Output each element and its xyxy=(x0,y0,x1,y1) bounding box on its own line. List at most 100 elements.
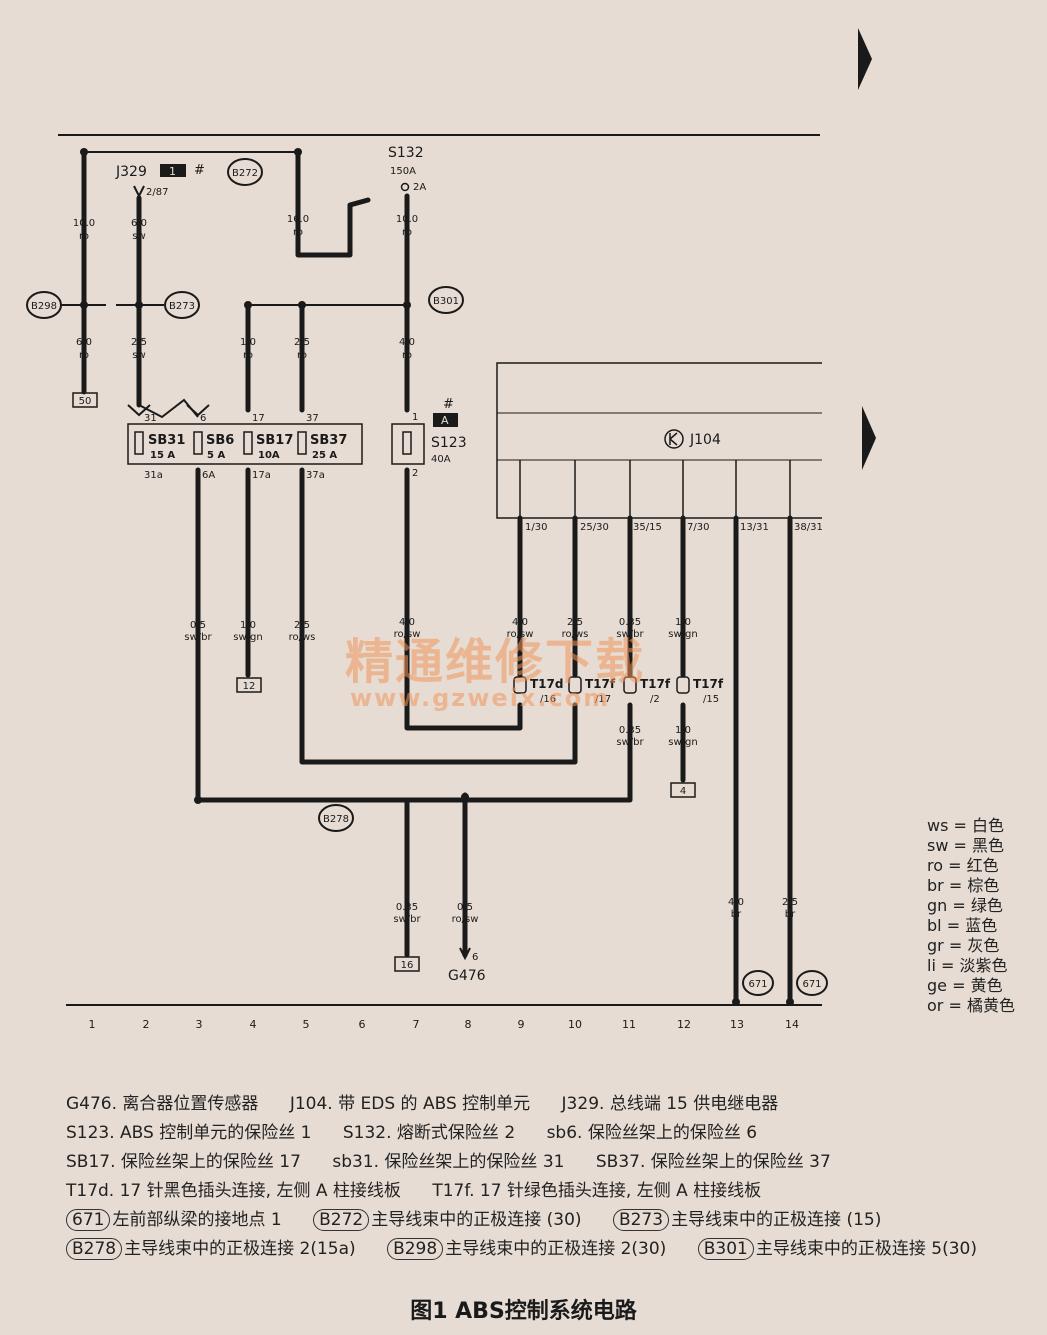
junction-dot xyxy=(80,301,88,309)
terminal-label: 50 xyxy=(79,396,92,407)
wire-sb6-mark xyxy=(186,404,210,417)
caption-oval-text: 主导线束中的正极连接 2(15a) xyxy=(124,1239,356,1259)
junction-dot xyxy=(786,998,794,1006)
junction-dot xyxy=(80,148,88,156)
figure-title: 图1 ABS控制系统电路 xyxy=(410,1299,637,1324)
fuse-element-icon xyxy=(297,431,307,455)
column-number: 9 xyxy=(518,1018,525,1031)
wire-s123-out xyxy=(404,467,523,731)
caption-item: SB37. 保险丝架上的保险丝 37 xyxy=(595,1152,831,1172)
caption-oval-code: B298 xyxy=(387,1238,444,1260)
wire-label-color: ro xyxy=(79,350,89,361)
caption-oval-code: B272 xyxy=(313,1209,370,1231)
j104-pin-label: 25/30 xyxy=(580,522,609,533)
s123-rating: 40A xyxy=(431,454,451,465)
legend-row: gn = 绿色 xyxy=(927,896,1003,915)
wire-label-color: br xyxy=(785,909,796,920)
wire-label-size: 2.5 xyxy=(567,617,583,628)
b301-label: B301 xyxy=(433,296,459,307)
wire-label-color: ro/ws xyxy=(562,629,589,640)
legend-code: br xyxy=(927,876,944,895)
wire-label-size: 0.5 xyxy=(190,620,206,631)
terminal-box xyxy=(394,956,420,972)
j329-label: J329 xyxy=(115,164,147,180)
wire-color-legend: ws = 白色 sw = 黑色 ro = 红色 br = 棕色 gn = 绿色 … xyxy=(927,816,1015,1016)
column-number: 5 xyxy=(303,1018,310,1031)
legend-name: 棕色 xyxy=(967,876,1000,895)
wire-label-size: 6.0 xyxy=(131,218,147,229)
b298-label: B298 xyxy=(31,301,57,312)
legend-row: li = 淡紫色 xyxy=(927,956,1008,975)
wire-label-size: 10.0 xyxy=(396,214,418,225)
column-number: 11 xyxy=(622,1018,636,1031)
fuse-pin-in: 37 xyxy=(306,413,319,424)
wire-label-color: ro xyxy=(402,350,412,361)
connector-pin: /16 xyxy=(540,694,556,705)
legend-row: ws = 白色 xyxy=(927,816,1005,835)
fuse-name: SB31 xyxy=(148,433,185,448)
caption-item: sb31. 保险丝架上的保险丝 31 xyxy=(332,1152,565,1172)
wire-label-color: sw/br xyxy=(616,629,644,640)
fuse-name: SB37 xyxy=(310,433,347,448)
connector-name: T17f xyxy=(585,677,616,691)
b273-label: B273 xyxy=(169,301,195,312)
column-number: 6 xyxy=(359,1018,366,1031)
s132-terminal xyxy=(400,182,410,192)
g476-pin-mark xyxy=(459,947,471,961)
connector-icon xyxy=(568,676,582,694)
connector-name: T17d xyxy=(530,677,563,691)
fuse-pin-out: 6A xyxy=(202,470,215,481)
legend-name: 绿色 xyxy=(970,896,1003,915)
legend-code: gn xyxy=(927,896,948,915)
fuse-pin-in: 31 xyxy=(144,413,157,424)
ground-671-label: 671 xyxy=(748,979,767,990)
watermark-text: 精通维修下载 xyxy=(345,634,646,690)
s132-rating: 150A xyxy=(390,166,416,177)
b278-label: B278 xyxy=(323,814,349,825)
caption-oval-code: B278 xyxy=(66,1238,123,1260)
caption-item: S132. 熔断式保险丝 2 xyxy=(342,1123,516,1143)
caption-item: T17f. 17 针绿色插头连接, 左侧 A 柱接线板 xyxy=(432,1181,762,1201)
wire-label-color: sw/br xyxy=(616,737,644,748)
wire-label-size: 1.0 xyxy=(240,337,256,348)
junction-dot xyxy=(403,301,411,309)
b273-node xyxy=(164,291,200,319)
wire-label-color: ro/sw xyxy=(452,914,479,925)
legend-code: ws xyxy=(927,816,949,835)
wire-label-color: ro/sw xyxy=(507,629,534,640)
legend-name: 淡紫色 xyxy=(959,956,1008,975)
b272-node xyxy=(227,158,263,186)
j104-symbol-icon xyxy=(664,429,684,449)
fuse-holder xyxy=(127,423,363,465)
page-arrow-icon xyxy=(858,28,872,90)
wire-label-size: 4.0 xyxy=(399,617,415,628)
wire-label-color: sw/gn xyxy=(668,629,697,640)
fuse-element-icon xyxy=(193,431,203,455)
caption-item: J329. 总线端 15 供电继电器 xyxy=(561,1094,779,1114)
wire-label-color: ro xyxy=(243,350,253,361)
column-number: 13 xyxy=(730,1018,744,1031)
legend-name: 红色 xyxy=(966,856,999,875)
caption-oval-text: 左前部纵梁的接地点 1 xyxy=(112,1210,282,1230)
ground-671-node xyxy=(742,970,774,996)
caption-oval-code: 671 xyxy=(66,1209,111,1231)
j104-pin-label: 13/31 xyxy=(740,522,769,533)
j104-pin-label: 35/15 xyxy=(633,522,662,533)
wire-t17-p3-down xyxy=(195,702,633,803)
connector-icon xyxy=(513,676,527,694)
j104-outline xyxy=(496,362,822,519)
s123-fuse-box xyxy=(391,423,425,465)
terminal-box xyxy=(236,677,262,693)
g476-label: G476 xyxy=(448,968,486,984)
wire-label-size: 10.0 xyxy=(73,218,95,229)
junction-dot xyxy=(298,301,306,309)
junction-dot xyxy=(294,148,302,156)
j104-pin-label: 1/30 xyxy=(525,522,547,533)
legend-code: sw xyxy=(927,836,949,855)
connector-pin: /2 xyxy=(650,694,660,705)
wire-label-color: sw xyxy=(132,350,145,361)
